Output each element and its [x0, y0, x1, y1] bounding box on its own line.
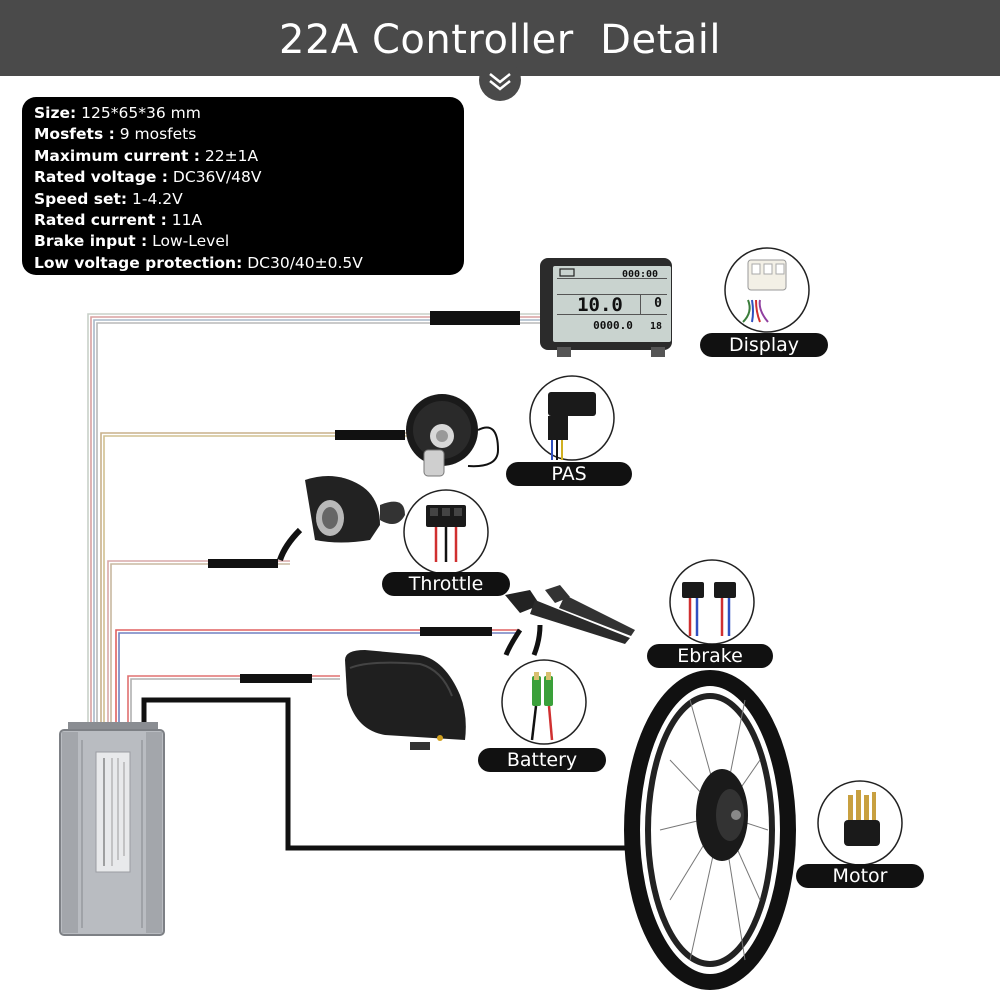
pas-wire — [100, 432, 420, 725]
page-title: 22A Controller Detail — [279, 17, 721, 63]
pas-connector-icon — [529, 375, 615, 461]
spec-max-current: Maximum current : 22±1A — [34, 146, 259, 165]
controller-box — [59, 722, 165, 936]
spec-rated-current: Rated current : 11A — [34, 211, 203, 230]
label-display: Display — [700, 333, 828, 357]
pas-connector-sleeve — [335, 430, 405, 440]
spec-low-voltage: Low voltage protection: DC30/40±0.5V — [34, 253, 363, 272]
display-wire — [87, 313, 545, 725]
label-motor: Motor — [796, 864, 924, 888]
spec-rated-voltage: Rated voltage : DC36V/48V — [34, 168, 262, 187]
lcd-trip: 0000.0 — [593, 319, 633, 332]
brake-levers — [503, 585, 635, 656]
lcd-time: 000:00 — [622, 269, 658, 280]
lcd-display — [540, 258, 672, 357]
display-connector-icon — [724, 247, 810, 333]
throttle — [277, 476, 405, 562]
motor-cable — [141, 697, 640, 851]
label-pas: PAS — [506, 462, 632, 486]
battery-connector-icon — [501, 659, 587, 745]
ebrake-wire — [115, 629, 520, 725]
chevron-down-icon — [479, 66, 521, 101]
battery-connector-sleeve — [240, 674, 312, 683]
lcd-temp: 18 — [650, 321, 662, 332]
spec-size: Size: 125*65*36 mm — [34, 104, 201, 122]
label-ebrake: Ebrake — [647, 644, 773, 668]
label-throttle: Throttle — [382, 572, 510, 596]
spec-mosfets: Mosfets : 9 mosfets — [34, 125, 197, 144]
display-connector-sleeve — [430, 311, 520, 325]
throttle-connector-icon — [403, 489, 489, 575]
pas-sensor — [406, 394, 500, 477]
motor-wheel — [624, 670, 796, 990]
ebrake-connector-sleeve — [420, 627, 492, 636]
throttle-connector-sleeve — [208, 559, 278, 568]
spec-panel: Size: 125*65*36 mm Mosfets : 9 mosfets M… — [22, 97, 464, 275]
header-banner: 22A Controller Detail — [0, 0, 1000, 76]
lcd-level: 0 — [654, 296, 662, 311]
spec-speed-set: Speed set: 1-4.2V — [34, 189, 183, 208]
motor-connector-icon — [817, 780, 903, 866]
battery-pack — [345, 650, 466, 750]
ebrake-connector-icon — [669, 559, 755, 645]
label-battery: Battery — [478, 748, 606, 772]
spec-brake-input: Brake input : Low-Level — [34, 232, 230, 251]
lcd-speed: 10.0 — [577, 294, 623, 316]
